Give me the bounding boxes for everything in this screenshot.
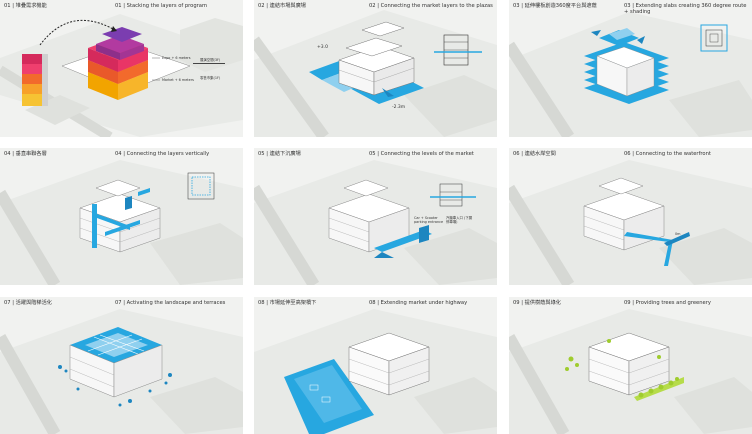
panel-9-drawing: [509, 309, 752, 434]
panel-7: 07 | 活躍與階梯活化 07 | Activating the landsca…: [0, 297, 243, 434]
panel-3: 03 | 延伸樓板創造360度平台與遮蔭 03 | Extending slab…: [509, 0, 752, 137]
panel-7-title-zh: 07 | 活躍與階梯活化: [4, 300, 52, 306]
panel-6-title-en: 06 | Connecting to the waterfront: [624, 151, 711, 157]
panel-2: 02 | 連結市場與廣場 02 | Connecting the market …: [254, 0, 497, 137]
panel-8-title-zh: 08 | 市場延伸至高架橋下: [258, 300, 317, 306]
panel-9: 09 | 提供樹蔭與綠化 09 | Providing trees and gr…: [509, 297, 752, 434]
panel-2-title-en: 02 | Connecting the market layers to the…: [369, 3, 493, 9]
panel-5-label-parking-zh: 汽機車入口 (下層停車場): [446, 216, 473, 224]
panel-7-title-en: 07 | Activating the landscape and terrac…: [115, 300, 226, 306]
panel-3-title-zh: 03 | 延伸樓板創造360度平台與遮蔭: [513, 3, 597, 9]
panel-2-drawing: [254, 10, 497, 137]
panel-7-drawing: [0, 309, 243, 434]
panel-6-drawing: [509, 160, 752, 285]
panel-2-label-plus3: +3.0: [317, 45, 328, 50]
panel-1-label-expo: Expo + 6 meters: [162, 56, 191, 60]
panel-5-drawing: [254, 160, 497, 285]
panel-4-title-zh: 04 | 垂直串聯各層: [4, 151, 47, 157]
panel-4-drawing: [0, 160, 243, 285]
panel-8-drawing: [254, 309, 497, 434]
panel-2-label-minus2: -2.3m: [392, 105, 406, 110]
panel-6-title-zh: 06 | 連結水岸空間: [513, 151, 556, 157]
panel-8-title-en: 08 | Extending market under highway: [369, 300, 468, 306]
panel-3-title-en: 03 | Extending slabs creating 360 degree…: [624, 3, 747, 16]
panel-1-title-en: 01 | Stacking the layers of program: [115, 3, 207, 9]
panel-1-label-market-zh: 零售市集(1F): [200, 76, 221, 80]
panel-1-title-zh: 01 | 堆疊需求機能: [4, 3, 47, 9]
panel-5: 05 | 連結下沉廣場 05 | Connecting the levels o…: [254, 148, 497, 285]
panel-5-title-zh: 05 | 連結下沉廣場: [258, 151, 301, 157]
panel-6: 06 | 連結水岸空間 06 | Connecting to the water…: [509, 148, 752, 285]
panel-3-drawing: [509, 12, 752, 137]
panel-1: 01 | 堆疊需求機能 01 | Stacking the layers of …: [0, 0, 243, 137]
panel-1-drawing: [0, 14, 243, 137]
panel-5-label-parking: Car + Scooter parking entrance: [414, 216, 444, 224]
panel-1-label-market: Market + 6 meters: [162, 78, 194, 82]
panel-2-title-zh: 02 | 連結市場與廣場: [258, 3, 306, 9]
panel-4-title-en: 04 | Connecting the layers vertically: [115, 151, 210, 157]
panel-4: 04 | 垂直串聯各層 04 | Connecting the layers v…: [0, 148, 243, 285]
panel-8: 08 | 市場延伸至高架橋下 08 | Extending market und…: [254, 297, 497, 434]
panel-5-title-en: 05 | Connecting the levels of the market: [369, 151, 474, 157]
panel-9-title-zh: 09 | 提供樹蔭與綠化: [513, 300, 561, 306]
panel-6-label-zero: 0m: [675, 232, 681, 236]
panel-1-label-expo-zh: 展演空間(3F): [200, 58, 221, 62]
panel-9-title-en: 09 | Providing trees and greenery: [624, 300, 711, 306]
